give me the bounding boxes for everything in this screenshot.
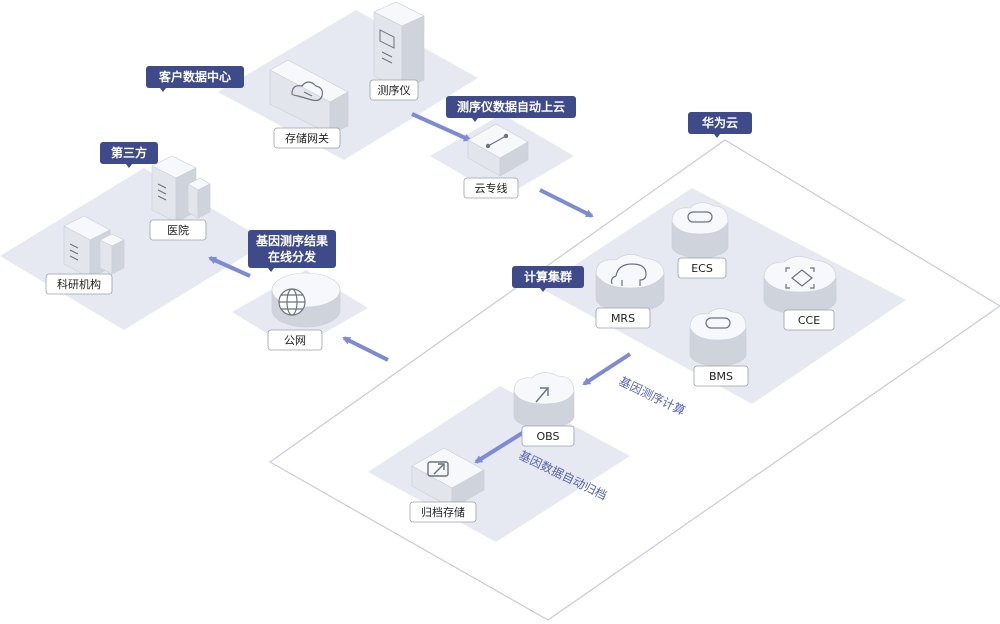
building-icon: [157, 183, 167, 201]
tag-third-party: 第三方: [100, 142, 158, 168]
tag-sequencer-upload: 测序仪数据自动上云: [446, 96, 576, 122]
label-bms: BMS: [693, 365, 749, 387]
container-icon: [785, 267, 815, 289]
arrow-cloud-to-publicnet: [342, 336, 389, 362]
tag-sequencer-upload-text: 测序仪数据自动上云: [457, 99, 565, 114]
server-icon: [379, 29, 395, 64]
label-obs: OBS: [521, 425, 575, 447]
svg-text:医院: 医院: [167, 223, 189, 237]
upload-icon: [535, 387, 549, 403]
tag-third-party-text: 第三方: [111, 145, 147, 160]
public-net-device[interactable]: [271, 272, 341, 328]
storage-gateway-device[interactable]: [269, 59, 349, 135]
research-building[interactable]: [63, 215, 125, 279]
svg-text:归档存储: 归档存储: [421, 505, 465, 519]
direct-connect-device[interactable]: [467, 123, 529, 177]
compute-cluster-platform: [540, 188, 906, 404]
label-hospital: 医院: [149, 219, 207, 241]
tag-compute-cluster: 计算集群: [512, 266, 584, 292]
svg-text:BMS: BMS: [709, 370, 733, 383]
tag-compute-cluster-text: 计算集群: [524, 269, 572, 284]
huawei-cloud-region: [268, 139, 1000, 621]
flow-label-gene-compute: 基因测序计算: [617, 373, 688, 418]
svg-text:OBS: OBS: [537, 430, 560, 443]
arrow-sequencer-to-dc: [411, 112, 472, 142]
tag-huawei-cloud: 华为云: [688, 112, 752, 138]
tag-huawei-cloud-text: 华为云: [702, 115, 738, 130]
third-party-platform: [0, 168, 268, 330]
ecs-node[interactable]: [671, 202, 729, 259]
svg-text:云专线: 云专线: [475, 181, 508, 195]
arrow-cluster-to-obs: [582, 352, 632, 386]
label-archive: 归档存储: [409, 501, 477, 523]
globe-icon: [278, 288, 306, 316]
svg-text:CCE: CCE: [798, 314, 820, 327]
arrow-obs-to-archive: [474, 430, 526, 464]
label-public-net: 公网: [267, 329, 323, 351]
tag-customer-dc-text: 客户数据中心: [158, 69, 231, 84]
cce-node[interactable]: [763, 256, 837, 315]
svg-text:测序仪: 测序仪: [378, 83, 411, 97]
sequencer-device[interactable]: [373, 1, 425, 91]
label-cce: CCE: [783, 309, 835, 331]
mrs-node[interactable]: [595, 254, 665, 313]
label-research: 科研机构: [45, 273, 113, 295]
arrow-publicnet-to-thirdparty: [208, 256, 251, 278]
label-mrs: MRS: [595, 307, 651, 329]
obs-node[interactable]: [513, 372, 575, 429]
tag-results-line1: 基因测序结果: [255, 233, 328, 248]
customer-dc-platform: [218, 10, 478, 160]
tag-results-line2: 在线分发: [268, 249, 317, 264]
cloud-gateway-icon: [291, 81, 323, 102]
building-icon: [69, 243, 79, 261]
svg-text:科研机构: 科研机构: [57, 277, 101, 291]
svg-text:存储网关: 存储网关: [285, 131, 329, 145]
arrow-dc-to-cloud: [539, 188, 594, 218]
archive-storage-node[interactable]: [411, 447, 485, 509]
label-ecs: ECS: [677, 257, 727, 279]
elephant-icon: [610, 263, 647, 286]
svg-text:ECS: ECS: [691, 262, 713, 275]
upload-icon: [427, 461, 449, 477]
svg-text:公网: 公网: [284, 334, 306, 347]
label-direct-connect: 云专线: [463, 177, 519, 199]
svg-text:MRS: MRS: [611, 312, 635, 325]
tag-results-distribution: 基因测序结果 在线分发: [248, 230, 336, 272]
cloud-icon: [705, 317, 731, 329]
storage-platform: [368, 386, 630, 542]
label-sequencer: 测序仪: [369, 79, 419, 101]
label-storage-gateway: 存储网关: [273, 127, 341, 149]
hospital-building[interactable]: [151, 155, 211, 223]
line-icon: [485, 133, 509, 149]
tag-customer-dc: 客户数据中心: [146, 66, 244, 92]
cloud-icon: [687, 211, 713, 223]
bms-node[interactable]: [689, 308, 747, 367]
